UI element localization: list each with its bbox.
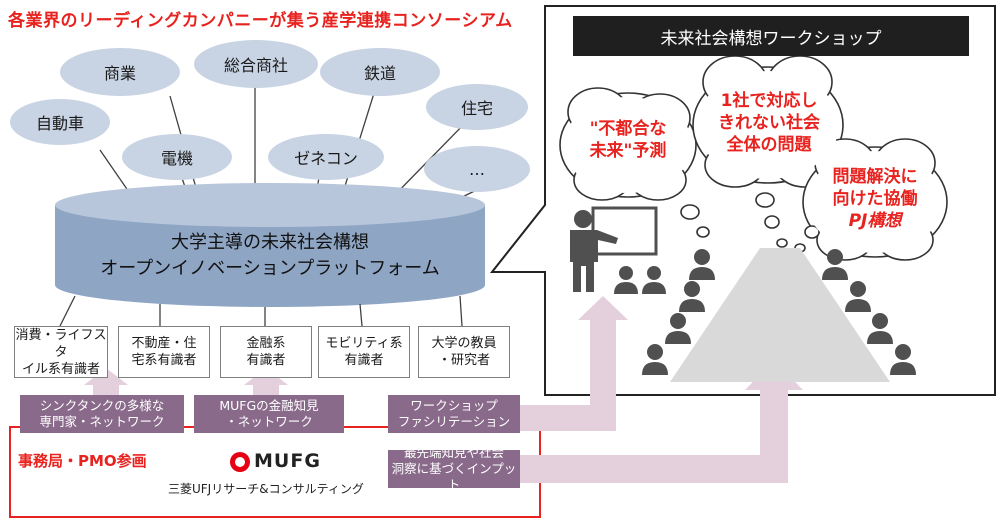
mufg-logo-subtitle: 三菱UFJリサーチ&コンサルティング	[168, 482, 364, 496]
industry-ellipse-more: …	[424, 146, 530, 192]
bubble-line: "不都合な	[589, 119, 667, 139]
pmo-line: 最先端知見や社会	[403, 445, 504, 460]
expert-line: 有識者	[246, 353, 286, 368]
mufg-logo-word: MUFG	[254, 450, 321, 472]
pmo-box-facilitation: ワークショップファシリテーション	[388, 395, 520, 433]
mufg-logo-icon	[230, 452, 250, 472]
expert-box-university: 大学の教員・研究者	[418, 326, 510, 378]
expert-line: ・研究者	[437, 353, 490, 368]
expert-line: 宅系有識者	[131, 353, 197, 368]
audience-person-icon	[845, 281, 871, 312]
pmo-line: MUFGの金融知見	[219, 398, 319, 413]
industry-ellipse-trading: 総合商社	[194, 40, 318, 88]
workshop-title: 未来社会構想ワークショップ	[573, 16, 969, 56]
headline: 各業界のリーディングカンパニーが集う産学連携コンソーシアム	[8, 11, 513, 31]
presenter-icon	[570, 206, 658, 292]
pmo-line: 専門家・ネットワーク	[39, 414, 165, 429]
bubble-line: 未来"予測	[589, 141, 667, 161]
bubble-line: 全体の問題	[726, 135, 812, 155]
expert-box-lifestyle: 消費・ライフスタイル系有識者	[14, 326, 108, 378]
audience-person-icon	[890, 344, 916, 375]
pmo-line: ワークショップ	[410, 398, 498, 413]
bubble-text-social-problem: 1社で対応し きれない社会 全体の問題	[702, 90, 836, 156]
bubble-line: 1社で対応し	[720, 91, 818, 111]
bubble-fill	[564, 71, 943, 253]
expert-line: 不動産・住	[131, 336, 197, 351]
platform-cylinder	[55, 183, 485, 307]
pmo-box-thinktank: シンクタンクの多様な専門家・ネットワーク	[20, 395, 184, 433]
pmo-line: 洞察に基づくインプット	[391, 461, 517, 492]
audience-person-icon	[689, 249, 715, 280]
bubble-line: 向けた協働	[832, 189, 918, 209]
expert-line: 有識者	[344, 353, 384, 368]
expert-connectors	[59, 295, 463, 327]
expert-box-finance: 金融系有識者	[220, 326, 312, 378]
industry-ellipse-electronics: 電機	[122, 134, 232, 180]
industry-ellipse-housing: 住宅	[426, 84, 528, 130]
bubble-line: きれない社会	[718, 113, 820, 133]
platform-label: 大学主導の未来社会構想 オープンイノベーションプラットフォーム	[60, 230, 480, 282]
expert-line: 大学の教員	[431, 336, 497, 351]
meeting-table	[670, 248, 890, 382]
audience-person-icon	[867, 313, 893, 344]
bubble-line: PJ構想	[848, 211, 902, 231]
audience-person-icon	[642, 266, 666, 294]
platform-line2: オープンイノベーションプラットフォーム	[100, 258, 440, 279]
audience-people	[614, 249, 916, 375]
pmo-box-mufg-finance: MUFGの金融知見・ネットワーク	[194, 395, 344, 433]
industry-ellipse-construction: ゼネコン	[268, 134, 384, 180]
expert-line: 金融系	[246, 336, 286, 351]
industry-ellipse-commerce: 商業	[60, 48, 180, 96]
bubble-text-collab-project: 問題解決に 向けた協働 PJ構想	[812, 166, 938, 232]
pmo-line: ファシリテーション	[397, 414, 511, 429]
pmo-box-insight-input: 最先端知見や社会洞察に基づくインプット	[388, 445, 520, 492]
platform-line1: 大学主導の未来社会構想	[171, 232, 369, 253]
expert-line: イル系有識者	[21, 361, 100, 377]
industry-ellipse-automotive: 自動車	[10, 99, 110, 145]
pmo-label: 事務局・PMO参画	[18, 452, 147, 470]
audience-person-icon	[665, 313, 691, 344]
audience-person-icon	[679, 281, 705, 312]
pmo-line: ・ネットワーク	[225, 414, 313, 429]
audience-person-icon	[822, 249, 848, 280]
expert-box-mobility: モビリティ系有識者	[318, 326, 410, 378]
expert-line: モビリティ系	[325, 336, 403, 351]
audience-person-icon	[642, 344, 668, 375]
bubble-text-inconvenient-future: "不都合な 未来"予測	[570, 118, 686, 162]
expert-line: 消費・ライフスタ	[15, 327, 107, 360]
bubble-line: 問題解決に	[832, 167, 918, 187]
audience-person-icon	[614, 266, 638, 294]
pmo-line: シンクタンクの多様な	[39, 398, 165, 413]
industry-ellipse-railway: 鉄道	[320, 48, 440, 96]
expert-box-realestate: 不動産・住宅系有識者	[118, 326, 210, 378]
